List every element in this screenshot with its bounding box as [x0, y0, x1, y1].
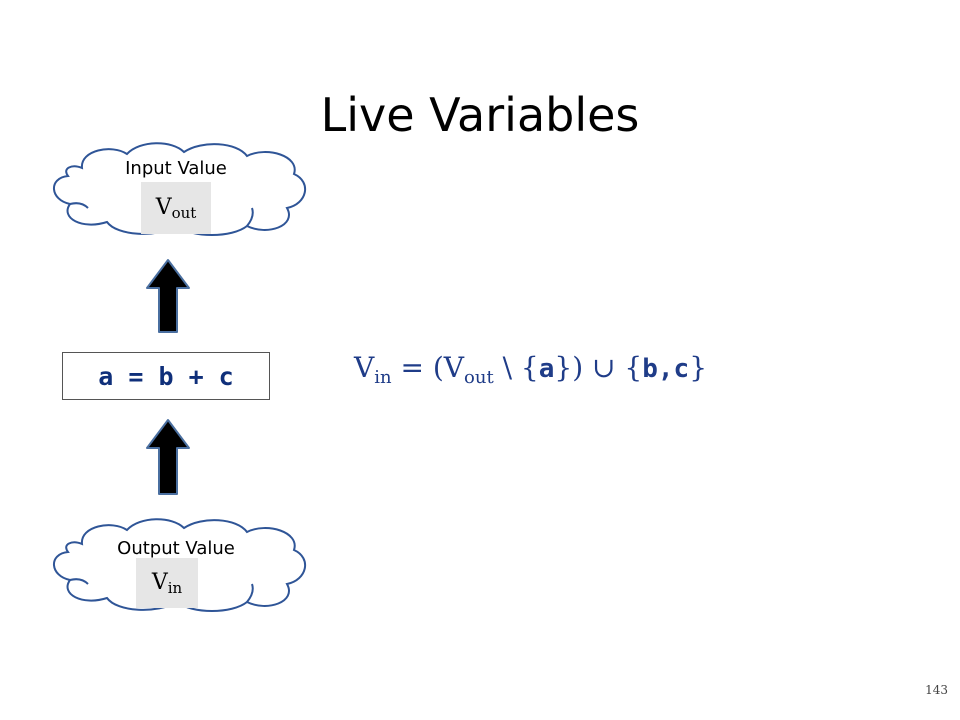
- v-out-variable: Vout: [141, 182, 211, 234]
- transfer-equation: Vin = (Vout \ {a}) ∪ {b,c}: [354, 351, 708, 388]
- input-value-label: Input Value: [125, 158, 227, 179]
- page-number: 143: [925, 683, 948, 697]
- input-value-cloud: Input Value Vout: [42, 138, 310, 238]
- kill-set: a: [538, 354, 555, 384]
- slide-title: Live Variables: [320, 88, 640, 142]
- arrow-up-icon: [146, 419, 190, 495]
- arrow-up-icon: [146, 259, 190, 333]
- union-symbol: ∪: [592, 351, 616, 384]
- statement-box: a = b + c: [62, 352, 270, 400]
- output-value-cloud: Output Value Vin: [42, 514, 310, 614]
- v-in-variable: Vin: [136, 558, 198, 608]
- gen-set: b,c: [642, 354, 690, 384]
- output-value-label: Output Value: [117, 538, 235, 559]
